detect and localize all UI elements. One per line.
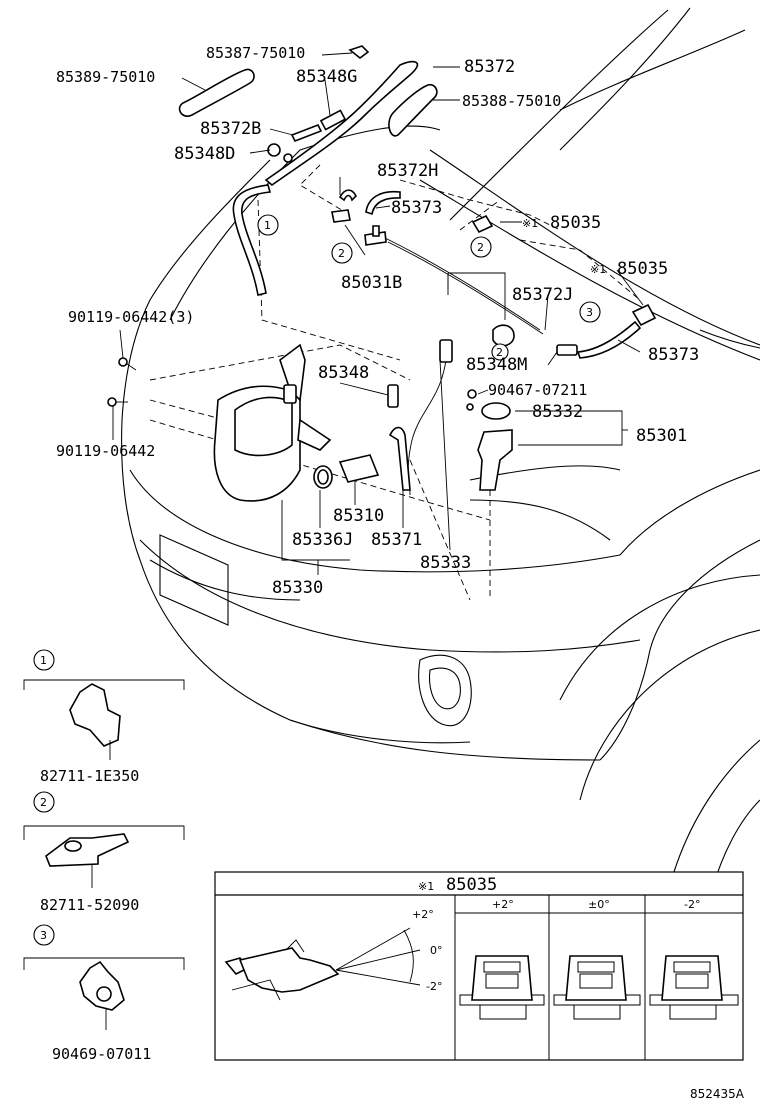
inset-note-mark: ※1	[418, 880, 434, 893]
label-85310: 85310	[333, 506, 384, 526]
label-85333: 85333	[420, 553, 471, 573]
callout-3	[579, 301, 601, 323]
label-85031B: 85031B	[341, 273, 402, 293]
note-mark-mid: ※1	[590, 263, 606, 276]
clip-3-part: 90469-07011	[52, 1045, 151, 1063]
label-85372: 85372	[464, 57, 515, 77]
label-85035-mid: 85035	[617, 259, 668, 279]
label-85332: 85332	[532, 402, 583, 422]
label-90467-07211: 90467-07211	[488, 381, 587, 399]
dashed-leader-lines	[149, 164, 641, 601]
nozzle-front-zero	[553, 955, 641, 1020]
clip-1-key: 1	[40, 654, 47, 667]
label-85388-75010: 85388-75010	[462, 92, 561, 110]
callout-2c	[491, 343, 509, 361]
callout-2c-label: 2	[496, 346, 503, 359]
clip-detail-2: 2 82711-52090	[23, 791, 185, 914]
angle-minus2: -2°	[426, 980, 442, 993]
inset-title: 85035	[446, 875, 497, 895]
part-number-labels: 85387-75010 85389-75010 85348G 85372 853…	[56, 44, 699, 598]
clip-2-part: 82711-52090	[40, 896, 139, 914]
label-85387-75010: 85387-75010	[206, 44, 305, 62]
callout-1-label: 1	[264, 219, 271, 232]
label-85372J: 85372J	[512, 285, 573, 305]
column-zero: ±0°	[588, 898, 610, 911]
label-85372H: 85372H	[377, 161, 438, 181]
label-85371: 85371	[371, 530, 422, 550]
nozzle-front-plus2	[459, 955, 545, 1020]
callout-1	[257, 214, 279, 236]
callout-2	[331, 242, 353, 264]
angle-plus2: +2°	[412, 908, 434, 921]
nozzle-adjustment-inset: ※1 85035 +2° 0° -2° +2° ±0° -2°	[214, 871, 744, 1061]
label-90119-06442-3: 90119-06442(3)	[68, 308, 194, 326]
callout-2b-label: 2	[477, 241, 484, 254]
label-85336J: 85336J	[292, 530, 353, 550]
callout-3-label: 3	[586, 306, 593, 319]
note-mark-top: ※1	[522, 217, 538, 230]
leader-lines	[112, 52, 644, 575]
clip-detail-1: 1 82711-1E350	[23, 649, 185, 785]
label-85330: 85330	[272, 578, 323, 598]
label-90119-06442: 90119-06442	[56, 442, 155, 460]
clip-1-part: 82711-1E350	[40, 767, 139, 785]
nozzle-front-minus2	[649, 955, 739, 1020]
washer-tank	[107, 339, 513, 502]
label-85301: 85301	[636, 426, 687, 446]
clip-detail-3: 3 90469-07011	[23, 924, 185, 1063]
label-85348D: 85348D	[174, 144, 235, 164]
label-85373-top: 85373	[391, 198, 442, 218]
callout-2-label: 2	[338, 247, 345, 260]
column-plus2: +2°	[492, 898, 514, 911]
label-85373-right: 85373	[648, 345, 699, 365]
column-minus2: -2°	[684, 898, 700, 911]
label-85348: 85348	[318, 363, 369, 383]
label-85389-75010: 85389-75010	[56, 68, 155, 86]
label-85348M: 85348M	[466, 355, 527, 375]
callout-2b	[470, 236, 492, 258]
callout-markers: 1 2 2 3 2	[257, 214, 601, 361]
clip-3-key: 3	[40, 929, 47, 942]
angle-zero: 0°	[430, 944, 443, 957]
hose-assembly	[178, 45, 657, 359]
label-85348G: 85348G	[296, 67, 357, 87]
clip-2-key: 2	[40, 796, 47, 809]
diagram-id: 852435A	[690, 1087, 745, 1101]
label-85035-top: 85035	[550, 213, 601, 233]
label-85372B: 85372B	[200, 119, 261, 139]
